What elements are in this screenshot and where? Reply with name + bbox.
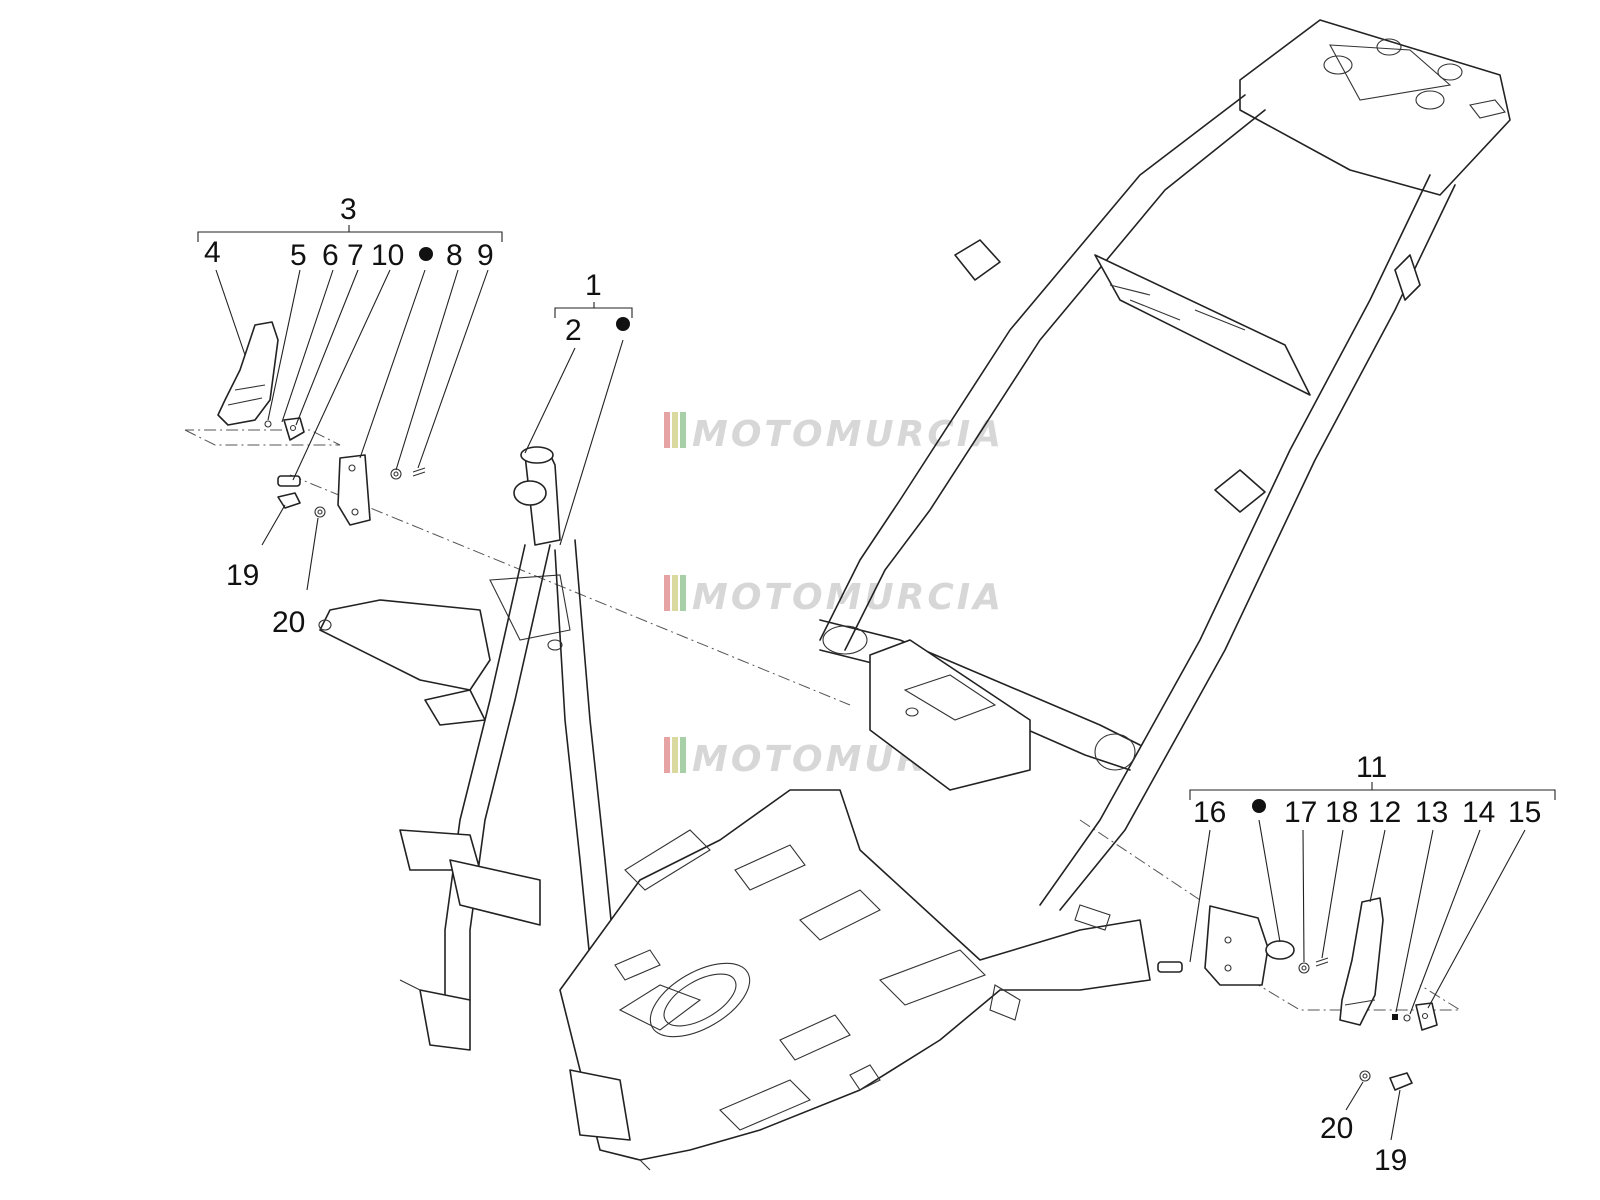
callout-13: 13 — [1415, 796, 1448, 829]
watermark-2: MOTOMURCIA — [664, 575, 1004, 618]
dot-marker-right — [1252, 799, 1266, 813]
callout-2: 2 — [565, 314, 582, 347]
callout-20-right: 20 — [1320, 1112, 1353, 1145]
callout-16: 16 — [1193, 796, 1226, 829]
dot-marker-left — [419, 247, 433, 261]
callout-1: 1 — [585, 269, 602, 302]
callout-18: 18 — [1325, 796, 1358, 829]
callout-10: 10 — [371, 239, 404, 272]
callout-12: 12 — [1368, 796, 1401, 829]
watermark-text: MOTOMURCIA — [692, 414, 1004, 455]
callout-11: 11 — [1356, 751, 1387, 784]
callout-9: 9 — [477, 239, 494, 272]
callout-19-right: 19 — [1374, 1144, 1407, 1177]
callout-3: 3 — [340, 193, 357, 226]
callout-5: 5 — [290, 239, 307, 272]
dot-marker-group1 — [616, 317, 630, 331]
callout-17: 17 — [1284, 796, 1317, 829]
watermark-text: MOTOMURCIA — [692, 577, 1004, 618]
callout-6: 6 — [322, 239, 339, 272]
callout-4: 4 — [204, 236, 221, 269]
callout-15: 15 — [1508, 796, 1541, 829]
assembly-lines — [184, 429, 1462, 1011]
callout-19-left: 19 — [226, 559, 259, 592]
callout-7: 7 — [347, 239, 364, 272]
right-footrest-assembly — [1157, 897, 1438, 1091]
callout-numbers: 3 4 5 6 7 10 8 9 1 2 19 20 11 16 17 18 1… — [204, 193, 1541, 1177]
left-footrest-assembly — [217, 321, 426, 526]
callout-8: 8 — [446, 239, 463, 272]
leader-lines — [197, 225, 1556, 1141]
watermark-1: MOTOMURCIA — [664, 412, 1004, 455]
scooter-frame — [318, 19, 1511, 1171]
callout-20-left: 20 — [272, 606, 305, 639]
callout-14: 14 — [1462, 796, 1495, 829]
